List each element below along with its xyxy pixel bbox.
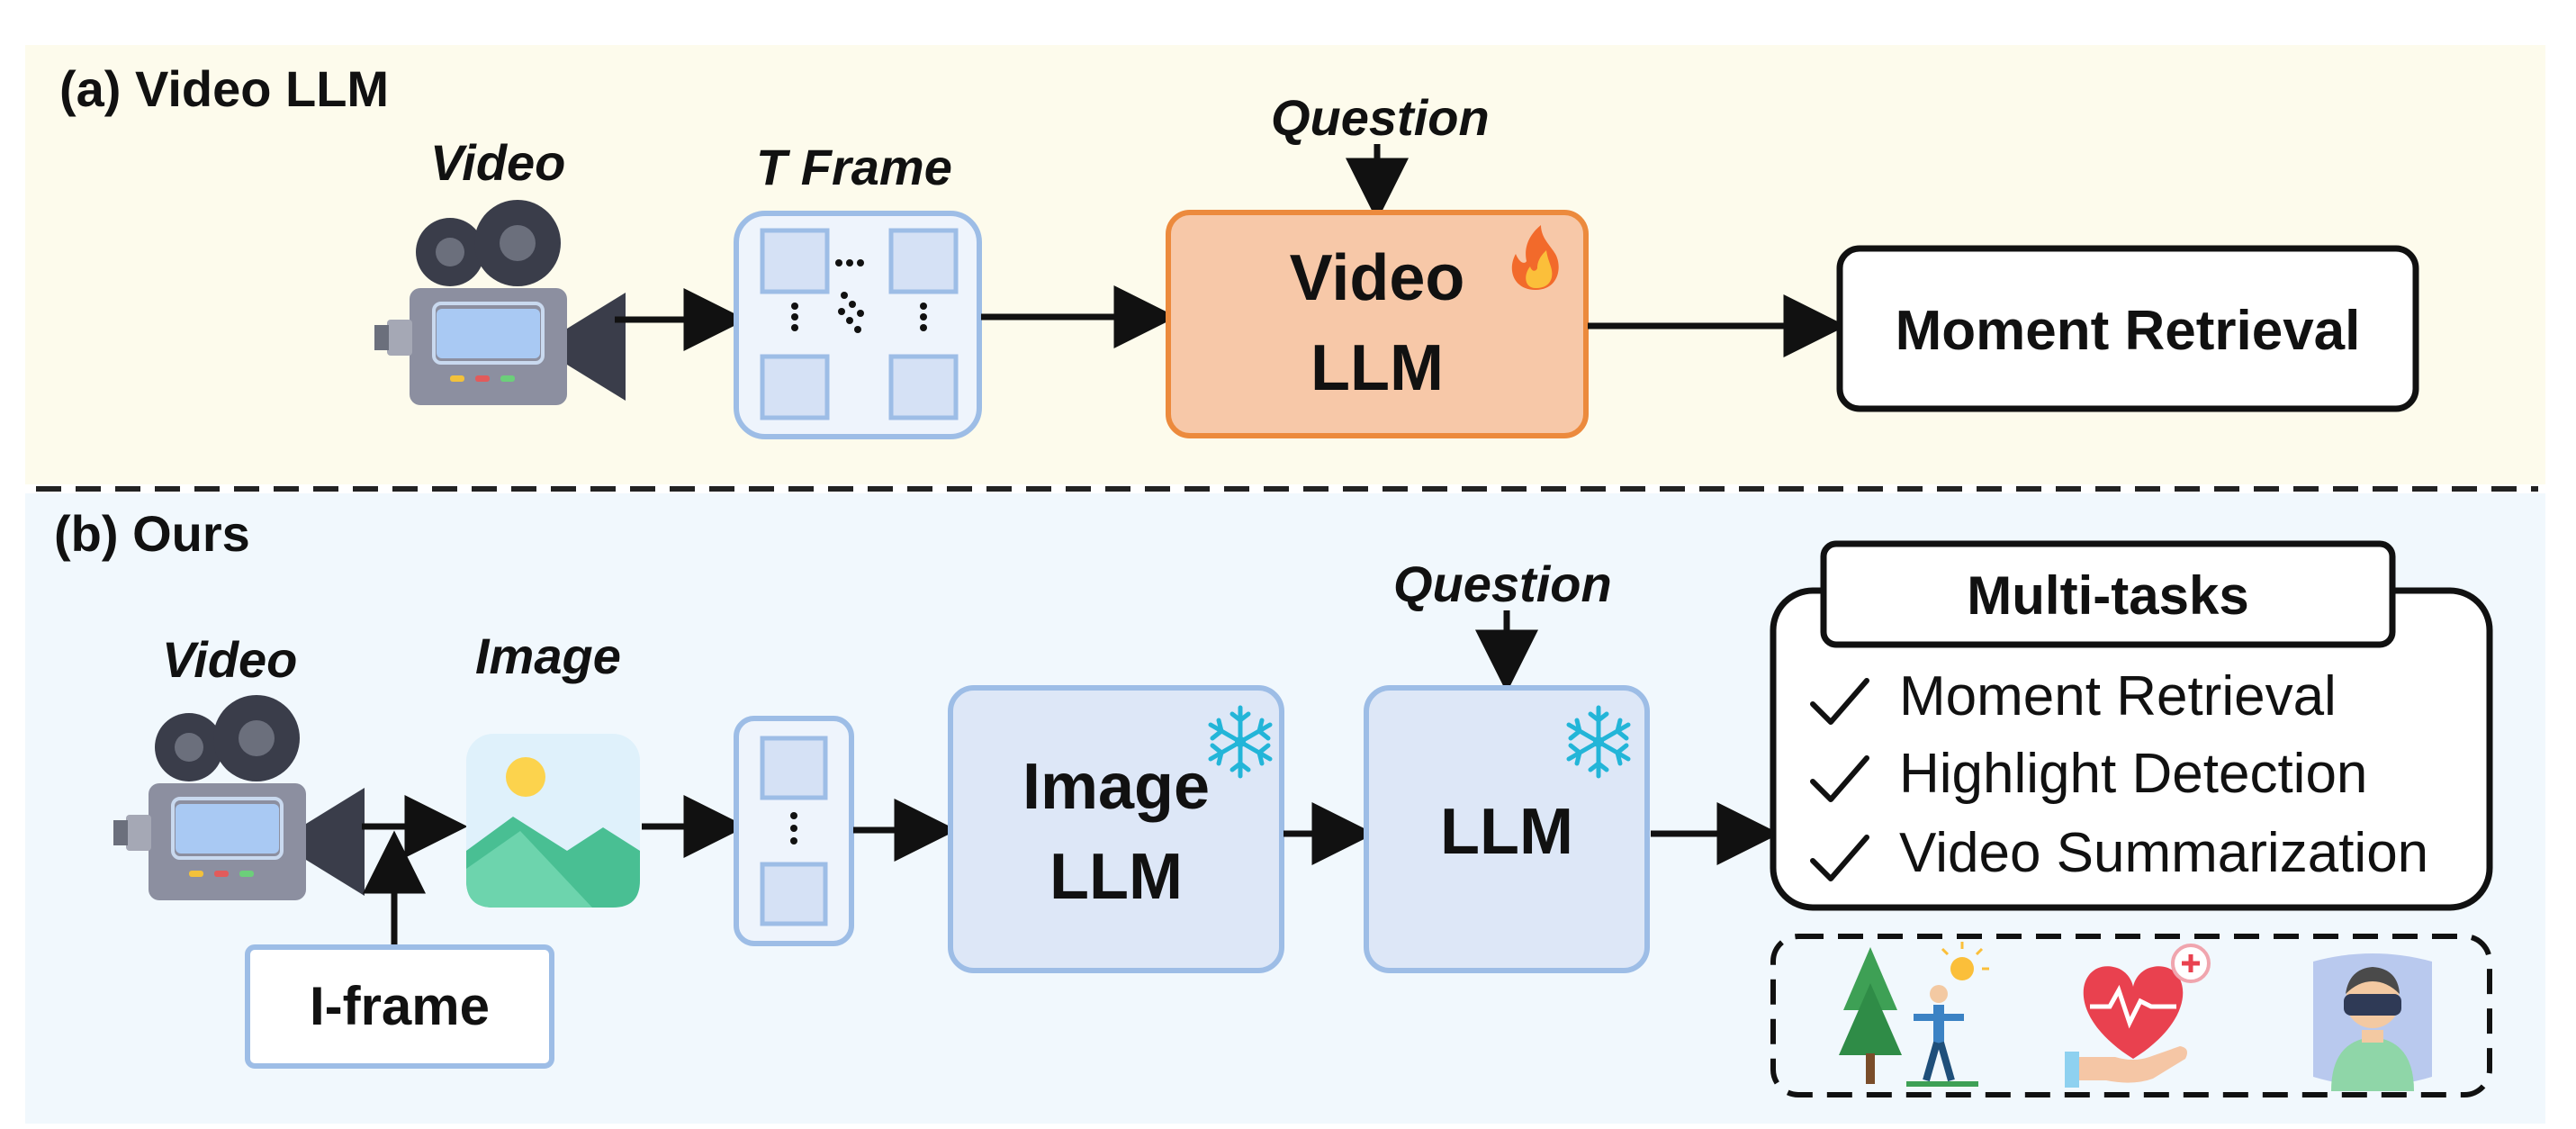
visual-tokens-box <box>734 716 854 946</box>
task-item: Moment Retrieval <box>1810 665 2337 727</box>
check-icon <box>1810 755 1869 802</box>
panel-a-title: (a) Video LLM <box>59 60 389 117</box>
image-llm-line2: LLM <box>1049 841 1183 913</box>
tree-sun-person-icon <box>1839 942 1989 1087</box>
panel-b-video-label: Video <box>162 631 297 688</box>
panel-a-frames-label: T Frame <box>756 139 952 195</box>
panel-b-title: (b) Ours <box>54 505 250 562</box>
moment-retrieval-label: Moment Retrieval <box>1896 300 2361 362</box>
landscape-image-icon <box>466 734 640 908</box>
iframe-box <box>245 944 554 1069</box>
video-llm-line1: Video <box>1290 242 1465 314</box>
task-item: Video Summarization <box>1810 822 2428 884</box>
video-llm-box <box>1166 210 1589 438</box>
panel-a-video-label: Video <box>430 134 565 191</box>
panel-a-question-label: Question <box>1271 89 1490 146</box>
heart-health-icon <box>2065 944 2211 1088</box>
multi-tasks-box <box>1770 540 2493 911</box>
check-icon <box>1810 835 1869 881</box>
video-llm-line2: LLM <box>1311 332 1444 404</box>
task-item: Highlight Detection <box>1810 743 2367 805</box>
iframe-label: I-frame <box>310 976 490 1036</box>
image-llm-box <box>948 685 1284 973</box>
llm-label: LLM <box>1440 796 1573 868</box>
application-icons-box <box>1770 934 2492 1097</box>
vr-headset-person-icon <box>2313 953 2432 1091</box>
task-label: Moment Retrieval <box>1899 665 2337 727</box>
check-icon <box>1810 678 1869 725</box>
panel-b-image-label: Image <box>475 628 621 684</box>
t-frames-box <box>734 211 982 439</box>
fire-icon <box>1511 225 1559 290</box>
task-label: Highlight Detection <box>1899 743 2367 805</box>
image-llm-line1: Image <box>1022 751 1210 823</box>
panel-b-question-label: Question <box>1393 555 1612 612</box>
moment-retrieval-box <box>1836 245 2419 412</box>
multi-tasks-title: Multi-tasks <box>1967 565 2248 626</box>
task-label: Video Summarization <box>1899 822 2428 884</box>
